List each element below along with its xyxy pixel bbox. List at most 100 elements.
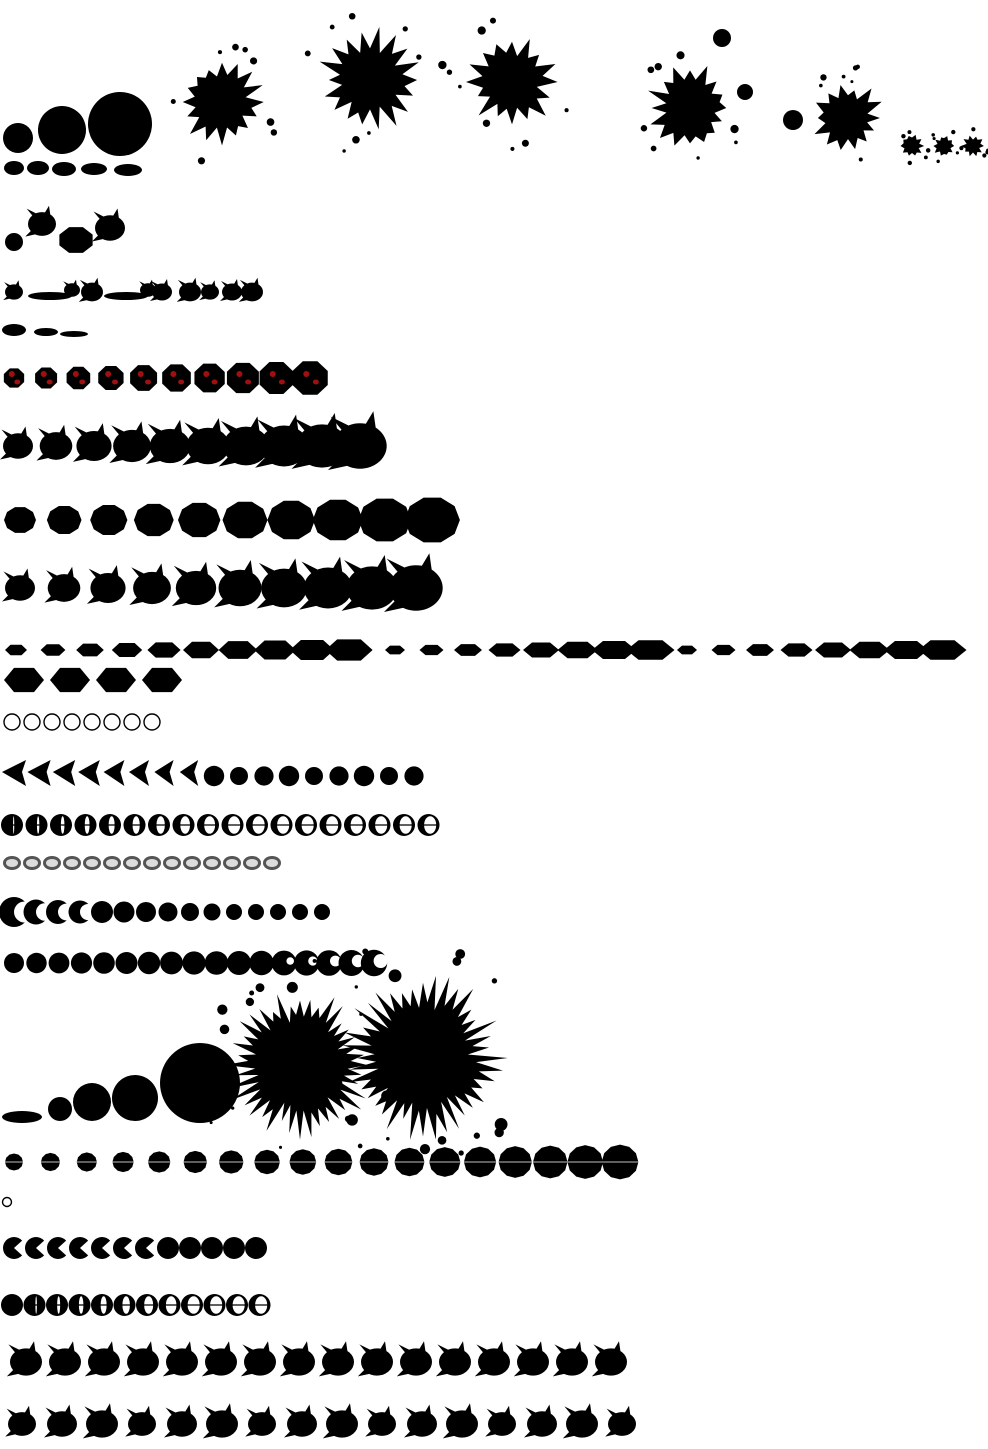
creature-run-frame-head [380, 1341, 387, 1353]
splash-blob-droplet [640, 124, 648, 132]
morph-b-frame [175, 570, 217, 606]
splash-blob [814, 85, 882, 150]
dash-b-frame [454, 644, 482, 656]
creature-jump-frame-head [144, 1405, 151, 1416]
blob-grow-frame [312, 499, 363, 541]
grow-big-frame-droplet [219, 1024, 230, 1035]
red-eye [137, 371, 144, 377]
morph-b-frame [218, 569, 262, 607]
creature-run-frame [244, 1348, 276, 1376]
splash-blob-droplet [348, 12, 356, 20]
crescent-ball-frame [314, 904, 330, 920]
splash-blob-droplet [858, 157, 863, 162]
dash-b-frame [488, 643, 521, 657]
red-eye-blob-frame [35, 367, 58, 389]
drop-ellipse [4, 161, 24, 175]
morph-b-frame-leg [44, 594, 60, 603]
creature-run-frame-head [302, 1341, 309, 1353]
creature-jump-frame-head [545, 1404, 551, 1415]
grow-big-frame-droplet [286, 981, 298, 993]
creature-run-frame-head [419, 1341, 426, 1353]
ball-glow-frame [137, 951, 161, 975]
dash-a-frame [111, 642, 143, 658]
morph-b-frame-head [111, 565, 119, 578]
creature-run-frame-leg [6, 1368, 22, 1377]
creature-jump-frame-head [345, 1403, 352, 1415]
grow-big-frame-droplet [321, 1099, 325, 1104]
grow-big-frame [73, 1083, 111, 1121]
creature-run-frame [10, 1348, 42, 1376]
chevron-ball-frame [305, 767, 323, 785]
creature-jump-frame-leg [82, 1430, 98, 1439]
creature-run-frame-leg [201, 1368, 217, 1377]
creature-run-frame-head [536, 1341, 543, 1353]
sprites-layer [0, 12, 988, 1439]
morph-b-frame [303, 567, 353, 609]
creature-jump-frame [566, 1410, 598, 1438]
creature-jump-frame-arm [126, 1408, 138, 1417]
ball-glow-frame [26, 952, 47, 974]
morph-b-frame-leg [129, 595, 147, 606]
creature-run-frame-arm [359, 1344, 373, 1354]
dash-b-frame [711, 644, 736, 656]
creature-jump-frame-head [384, 1405, 391, 1416]
splash-blob-droplet [841, 74, 846, 79]
morph-a-frame-head [135, 421, 144, 435]
small-splat [900, 134, 925, 156]
streak-frame [34, 328, 58, 336]
creature-jump-frame-head [624, 1405, 631, 1416]
creature-run-frame [127, 1348, 159, 1376]
morph-a-frame-head [288, 414, 299, 432]
splash-blob-droplet [730, 124, 739, 134]
creature-jump-frame [167, 1411, 197, 1437]
dash-a-frame [5, 644, 27, 656]
splash-blob-droplet [820, 74, 827, 81]
dash-a-frame [183, 641, 219, 659]
creature-run-frame-arm [398, 1344, 412, 1354]
frog-leap-frame-arm [79, 279, 89, 287]
dash-a-frame [218, 641, 258, 659]
dash-b-frame [780, 643, 813, 657]
frog-leap-frame [104, 292, 148, 300]
creature-run-frame-head [497, 1341, 504, 1353]
splash-blob-droplet [676, 51, 685, 60]
grow-big-frame [2, 1111, 42, 1123]
crescent-k-frame [157, 1237, 179, 1259]
splash-blob-droplet [329, 24, 335, 30]
creature-run-frame-head [263, 1341, 270, 1353]
creature-run-frame [166, 1348, 198, 1376]
ring-outline-frame [83, 713, 101, 731]
red-eye-blob-frame [292, 361, 328, 395]
ball-glow-frame [271, 950, 297, 976]
morph-a-frame-arm [1, 429, 14, 439]
crescent-ball-frame [136, 902, 156, 922]
morph-b-frame-arm [131, 567, 147, 579]
morph-a-frame-leg [327, 456, 352, 471]
morph-b-frame [90, 573, 126, 603]
chevron-frame [103, 760, 125, 786]
grow-big-frame-droplet [249, 990, 255, 996]
splash-blob-droplet [367, 131, 371, 135]
small-splat-droplet [959, 146, 964, 151]
creature-jump-frame-head [504, 1405, 511, 1416]
creature-run-frame-arm [281, 1344, 295, 1354]
creature-run-frame-leg [435, 1368, 451, 1377]
tiny-ring [1, 1196, 13, 1208]
chevron-frame [27, 760, 51, 786]
morph-b-frame-arm [88, 568, 103, 580]
crescent-k-cut [124, 1238, 135, 1258]
morph-a-frame-arm [74, 426, 89, 438]
creature-jump-frame [128, 1412, 156, 1436]
morph-a-frame [223, 426, 269, 466]
grey-oval-highlight [146, 859, 158, 867]
grey-oval-highlight [46, 859, 58, 867]
dash-b-frame [746, 644, 774, 656]
frog-leap-frame-head [15, 280, 20, 287]
creature-run-frame-head [146, 1341, 153, 1353]
blob-grow-frame [222, 501, 268, 539]
morph-b-frame-head [288, 558, 298, 575]
frog-leap-frame-leg [220, 296, 229, 301]
frog-start-frame-head [113, 208, 119, 219]
frog-leap-frame [201, 284, 219, 300]
frog-leap-frame-arm [177, 279, 187, 287]
